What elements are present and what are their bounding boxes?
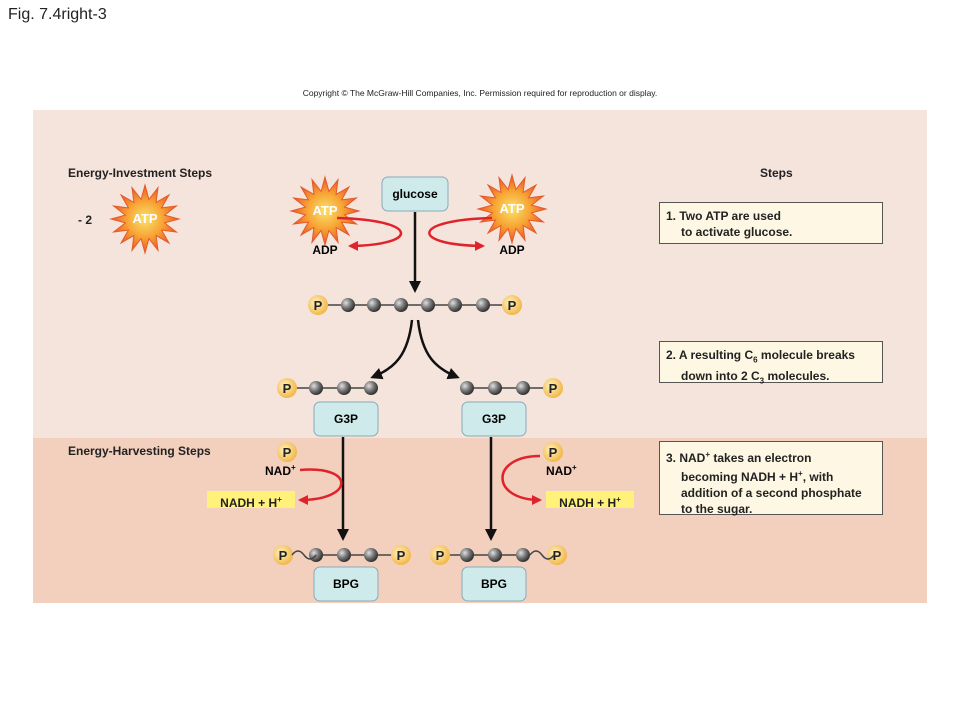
phosphate-label: P	[549, 381, 558, 396]
step-1-line-2: to activate glucose.	[681, 225, 793, 239]
nadh-box-right: NADH + H+	[546, 491, 634, 510]
c6-sugar-phosphate-left: P	[308, 295, 328, 315]
c6-sugar-carbon-4	[421, 298, 435, 312]
phosphate-label: P	[279, 548, 288, 563]
step-3-box: 3. NAD+ takes an electron becoming NADH …	[659, 441, 883, 516]
step-3-line-4: to the sugar.	[681, 502, 753, 516]
split-arrow-right	[416, 319, 460, 380]
step-2-box: 2. A resulting C6 molecule breaks down i…	[659, 341, 883, 386]
c6-sugar-carbon-6	[476, 298, 490, 312]
net-atp-burst: ATP	[109, 183, 181, 255]
g3p-left-carbon-1	[309, 381, 323, 395]
atp-burst-left-label: ATP	[312, 203, 337, 218]
energy-harvesting-label: Energy-Harvesting Steps	[68, 444, 211, 458]
net-atp-count: - 2	[78, 213, 93, 227]
carbon-chains: P P P P P P P P P P	[273, 295, 567, 565]
copyright-notice: Copyright © The McGraw-Hill Companies, I…	[302, 88, 658, 98]
g3p-right-phosphate-right: P	[543, 378, 563, 398]
step-2-line-1: 2. A resulting C6 molecule breaks	[666, 348, 855, 365]
atp-burst-left: ATP	[289, 175, 361, 247]
phosphate-label: P	[283, 381, 292, 396]
adp-label-left: ADP	[312, 243, 337, 257]
g3p-right-carbon-2	[488, 381, 502, 395]
atp-bursts: ATP ATP ATP	[109, 173, 548, 255]
nad-label-right: NAD+	[546, 463, 577, 478]
bpg-right-carbon-2	[488, 548, 502, 562]
phosphate-label: P	[508, 298, 517, 313]
added-phosphate-left: P	[277, 442, 297, 462]
energy-investment-label: Energy-Investment Steps	[68, 166, 213, 180]
high-energy-bond-right	[529, 550, 555, 560]
bpg-label-right: BPG	[481, 577, 507, 591]
phosphate-label: P	[436, 548, 445, 563]
g3p-left-phosphate-left: P	[277, 378, 297, 398]
bpg-left-phosphate-right: P	[391, 545, 411, 565]
bpg-molecule-left: BPG	[313, 566, 379, 602]
bpg-label-left: BPG	[333, 577, 359, 591]
step-3-line-3: addition of a second phosphate	[681, 486, 862, 500]
c6-sugar-carbon-5	[448, 298, 462, 312]
atp-burst-right: ATP	[476, 173, 548, 245]
bpg-right-phosphate-right: P	[547, 545, 567, 565]
energy-investment-panel	[33, 110, 927, 438]
nad-to-nadh-arrow-right	[501, 454, 542, 505]
atp-to-adp-arrow-left	[336, 216, 403, 251]
nad-label-left: NAD+	[265, 463, 296, 478]
phosphate-label: P	[314, 298, 323, 313]
step-2-line-2: down into 2 C3 molecules.	[681, 369, 830, 386]
g3p-label-left: G3P	[334, 412, 358, 426]
step-3-line-2: becoming NADH + H+, with	[681, 469, 834, 484]
phosphate-label: P	[283, 445, 292, 460]
added-phosphate-right: P	[543, 442, 563, 462]
bpg-right-carbon-1	[460, 548, 474, 562]
step-1-line-1: 1. Two ATP are used	[666, 209, 781, 223]
phosphate-label: P	[397, 548, 406, 563]
step-1-box: 1. Two ATP are used to activate glucose.	[659, 202, 883, 244]
phosphate-label: P	[553, 548, 562, 563]
c6-sugar-carbon-1	[341, 298, 355, 312]
atp-to-adp-arrow-right	[428, 216, 493, 251]
net-atp-burst-label: ATP	[132, 211, 157, 226]
g3p-label-right: G3P	[482, 412, 506, 426]
g3p-molecule-right: G3P	[461, 401, 527, 437]
g3p-left-carbon-3	[364, 381, 378, 395]
bpg-left-phosphate-left: P	[273, 545, 293, 565]
high-energy-bond-left	[291, 550, 317, 560]
figure-title: Fig. 7.4right-3	[8, 6, 107, 23]
nad-to-nadh-arrow-left	[298, 468, 343, 505]
steps-header: Steps	[760, 166, 793, 180]
adp-label-right: ADP	[499, 243, 524, 257]
bpg-molecule-right: BPG	[461, 566, 527, 602]
c6-sugar-phosphate-right: P	[502, 295, 522, 315]
glucose-label: glucose	[392, 187, 438, 201]
g3p-right-carbon-1	[460, 381, 474, 395]
bpg-right-carbon-3	[516, 548, 530, 562]
g3p-molecule-left: G3P	[313, 401, 379, 437]
g3p-right-carbon-3	[516, 381, 530, 395]
step-3-line-1: 3. NAD+ takes an electron	[666, 450, 812, 465]
split-arrow-left	[370, 319, 414, 380]
atp-burst-right-label: ATP	[499, 201, 524, 216]
nadh-box-left: NADH + H+	[207, 491, 295, 510]
c6-sugar-carbon-3	[394, 298, 408, 312]
glucose-molecule: glucose	[381, 176, 449, 212]
bpg-left-carbon-3	[364, 548, 378, 562]
c6-sugar-carbon-2	[367, 298, 381, 312]
bpg-left-carbon-2	[337, 548, 351, 562]
bpg-right-phosphate-left: P	[430, 545, 450, 565]
phosphate-label: P	[549, 445, 558, 460]
g3p-left-carbon-2	[337, 381, 351, 395]
